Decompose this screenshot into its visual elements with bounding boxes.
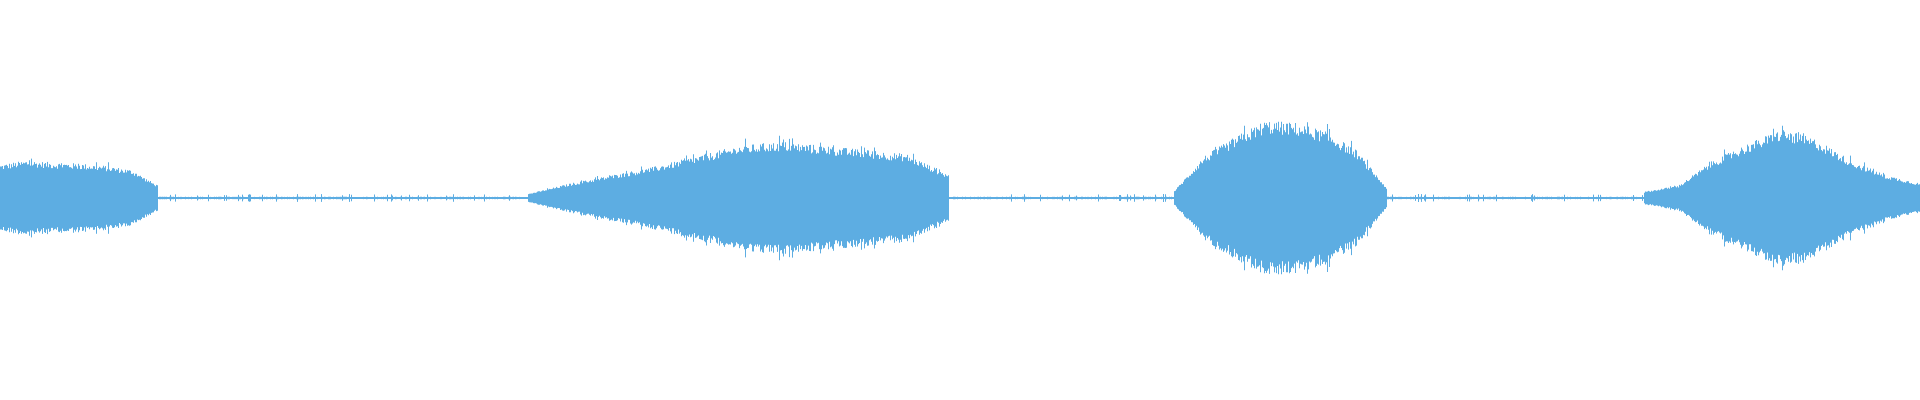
waveform-trace [0, 121, 1920, 275]
